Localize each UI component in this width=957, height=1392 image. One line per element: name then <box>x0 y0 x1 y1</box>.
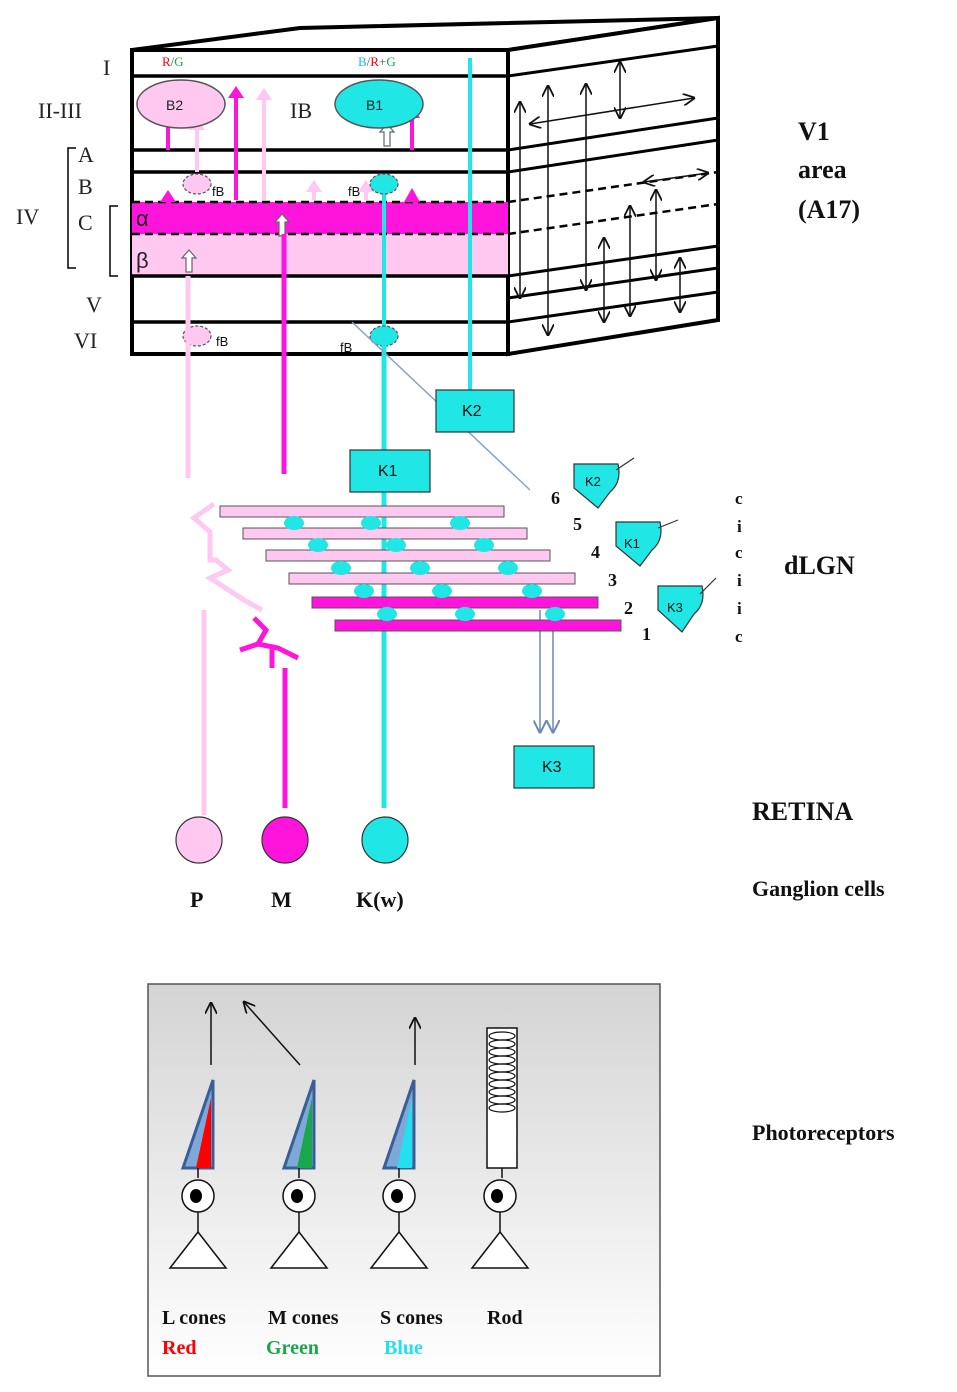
retina-title: RETINA <box>752 797 853 826</box>
photoreceptor-color-blue: Blue <box>384 1337 423 1359</box>
svg-text:c: c <box>735 489 743 508</box>
svg-text:K1: K1 <box>378 463 398 480</box>
label-b-r-g: B/R+G <box>358 54 396 69</box>
svg-text:2: 2 <box>624 598 633 618</box>
dlgn-layer-1 <box>334 619 622 632</box>
v1-title-line2: area <box>798 155 847 184</box>
ascending-pathways <box>185 234 553 815</box>
layer-label-iv: IV <box>16 204 39 229</box>
l-cone <box>168 1079 228 1269</box>
layer-label-vi: VI <box>74 328 97 353</box>
ganglion-label-m: M <box>271 887 292 912</box>
blob-b2-label: B2 <box>166 97 183 113</box>
ganglion-cell-p <box>175 816 223 864</box>
photoreceptor-name-rod: Rod <box>487 1307 523 1329</box>
rod <box>470 1027 530 1269</box>
layer-label-c: C <box>78 210 93 235</box>
svg-text:K1: K1 <box>624 536 640 551</box>
svg-text:K3: K3 <box>667 600 683 615</box>
dlgn-layer-3 <box>288 572 576 585</box>
fb-circle-parvo-iv <box>182 173 212 195</box>
side-face-arrows <box>520 62 708 335</box>
k2-box: K2 <box>435 389 515 433</box>
svg-text:5: 5 <box>573 514 582 534</box>
front-dashed-lines <box>132 200 508 236</box>
svg-text:c: c <box>735 627 743 646</box>
fb-circle-konio-vi <box>369 325 399 347</box>
bracket-c <box>109 205 118 277</box>
parvo-synapse <box>189 501 264 613</box>
retina-subtitle: Ganglion cells <box>752 876 885 901</box>
svg-text:K2: K2 <box>585 474 601 489</box>
layer-ivc-alpha-band <box>132 202 508 234</box>
layer-label-alpha: α <box>136 206 149 231</box>
layer-label-v: V <box>86 292 102 317</box>
label-r-g: R/G <box>162 54 184 69</box>
dlgn-layers <box>219 505 622 632</box>
svg-text:1: 1 <box>642 624 651 644</box>
k1-box: K1 <box>349 449 431 493</box>
svg-text:6: 6 <box>551 488 560 508</box>
s-cone <box>369 1079 429 1269</box>
photoreceptor-name-s: S cones <box>380 1307 443 1329</box>
dlgn-layer-4 <box>265 549 551 562</box>
svg-text:i: i <box>737 599 742 618</box>
ganglion-cell-k <box>361 816 409 864</box>
photoreceptor-name-l: L cones <box>162 1307 226 1329</box>
layer-label-beta: β <box>136 248 149 273</box>
ganglion-label-k: K(w) <box>356 887 404 912</box>
layer-label-b: B <box>78 174 93 199</box>
svg-text:3: 3 <box>608 570 617 590</box>
svg-text:c: c <box>735 543 743 562</box>
m-cone <box>269 1079 329 1269</box>
dlgn-layer-numbers: 6 5 4 3 2 1 <box>551 488 651 644</box>
v1-title-line3: (A17) <box>798 195 860 224</box>
ganglion-label-p: P <box>190 887 203 912</box>
v1-title-line1: V1 <box>798 117 830 146</box>
photoreceptor-color-green: Green <box>266 1337 319 1359</box>
k3-box: K3 <box>513 745 595 789</box>
ganglion-cell-m <box>261 816 309 864</box>
photoreceptor-color-red: Red <box>162 1337 196 1359</box>
dlgn-layer-2 <box>311 596 599 609</box>
dlgn-cell-k2: K2 <box>573 457 635 509</box>
blob-b1 <box>334 79 424 129</box>
svg-text:i: i <box>737 571 742 590</box>
dlgn-cell-k1: K1 <box>615 519 679 567</box>
blob-b2 <box>136 79 226 129</box>
photoreceptors-panel: L cones M cones S cones Rod Red Green Bl… <box>147 983 661 1377</box>
dlgn-side-letters: c i c i i c <box>735 489 743 646</box>
svg-text:4: 4 <box>591 542 600 562</box>
fb-label-konio-iv: fB <box>348 184 360 199</box>
svg-text:K3: K3 <box>542 759 562 776</box>
dlgn-layer-6 <box>219 505 505 518</box>
fb-label-konio-vi: fB <box>340 340 352 355</box>
bracket-iv <box>67 147 76 269</box>
blob-b1-label: B1 <box>366 97 383 113</box>
fb-label-parvo-vi: fB <box>216 334 228 349</box>
dlgn-cell-k3: K3 <box>657 577 717 633</box>
layer-label-i: I <box>103 55 110 80</box>
front-layer-lines <box>132 74 508 324</box>
svg-text:K2: K2 <box>462 403 482 420</box>
layer-label-ii-iii: II-III <box>38 98 82 123</box>
layer-label-a: A <box>78 142 94 167</box>
magno-synapse <box>239 616 300 668</box>
svg-text:i: i <box>737 517 742 536</box>
layer-ivc-beta-band <box>132 234 508 276</box>
layer-label-ib: IB <box>290 98 312 123</box>
dlgn-layer-5 <box>242 527 528 540</box>
v1-cube: I II-III A B IV C V VI α β IB R/G B/R+G <box>16 15 720 390</box>
fb-circle-konio-iv <box>369 173 399 195</box>
dlgn-koniocellular-dots <box>284 516 565 621</box>
photoreceptors-title: Photoreceptors <box>752 1120 895 1145</box>
photoreceptor-name-m: M cones <box>268 1307 339 1329</box>
dlgn-title: dLGN <box>784 551 855 580</box>
ganglion-cells: P M K(w) <box>175 816 409 912</box>
fb-label-parvo-iv: fB <box>212 184 224 199</box>
